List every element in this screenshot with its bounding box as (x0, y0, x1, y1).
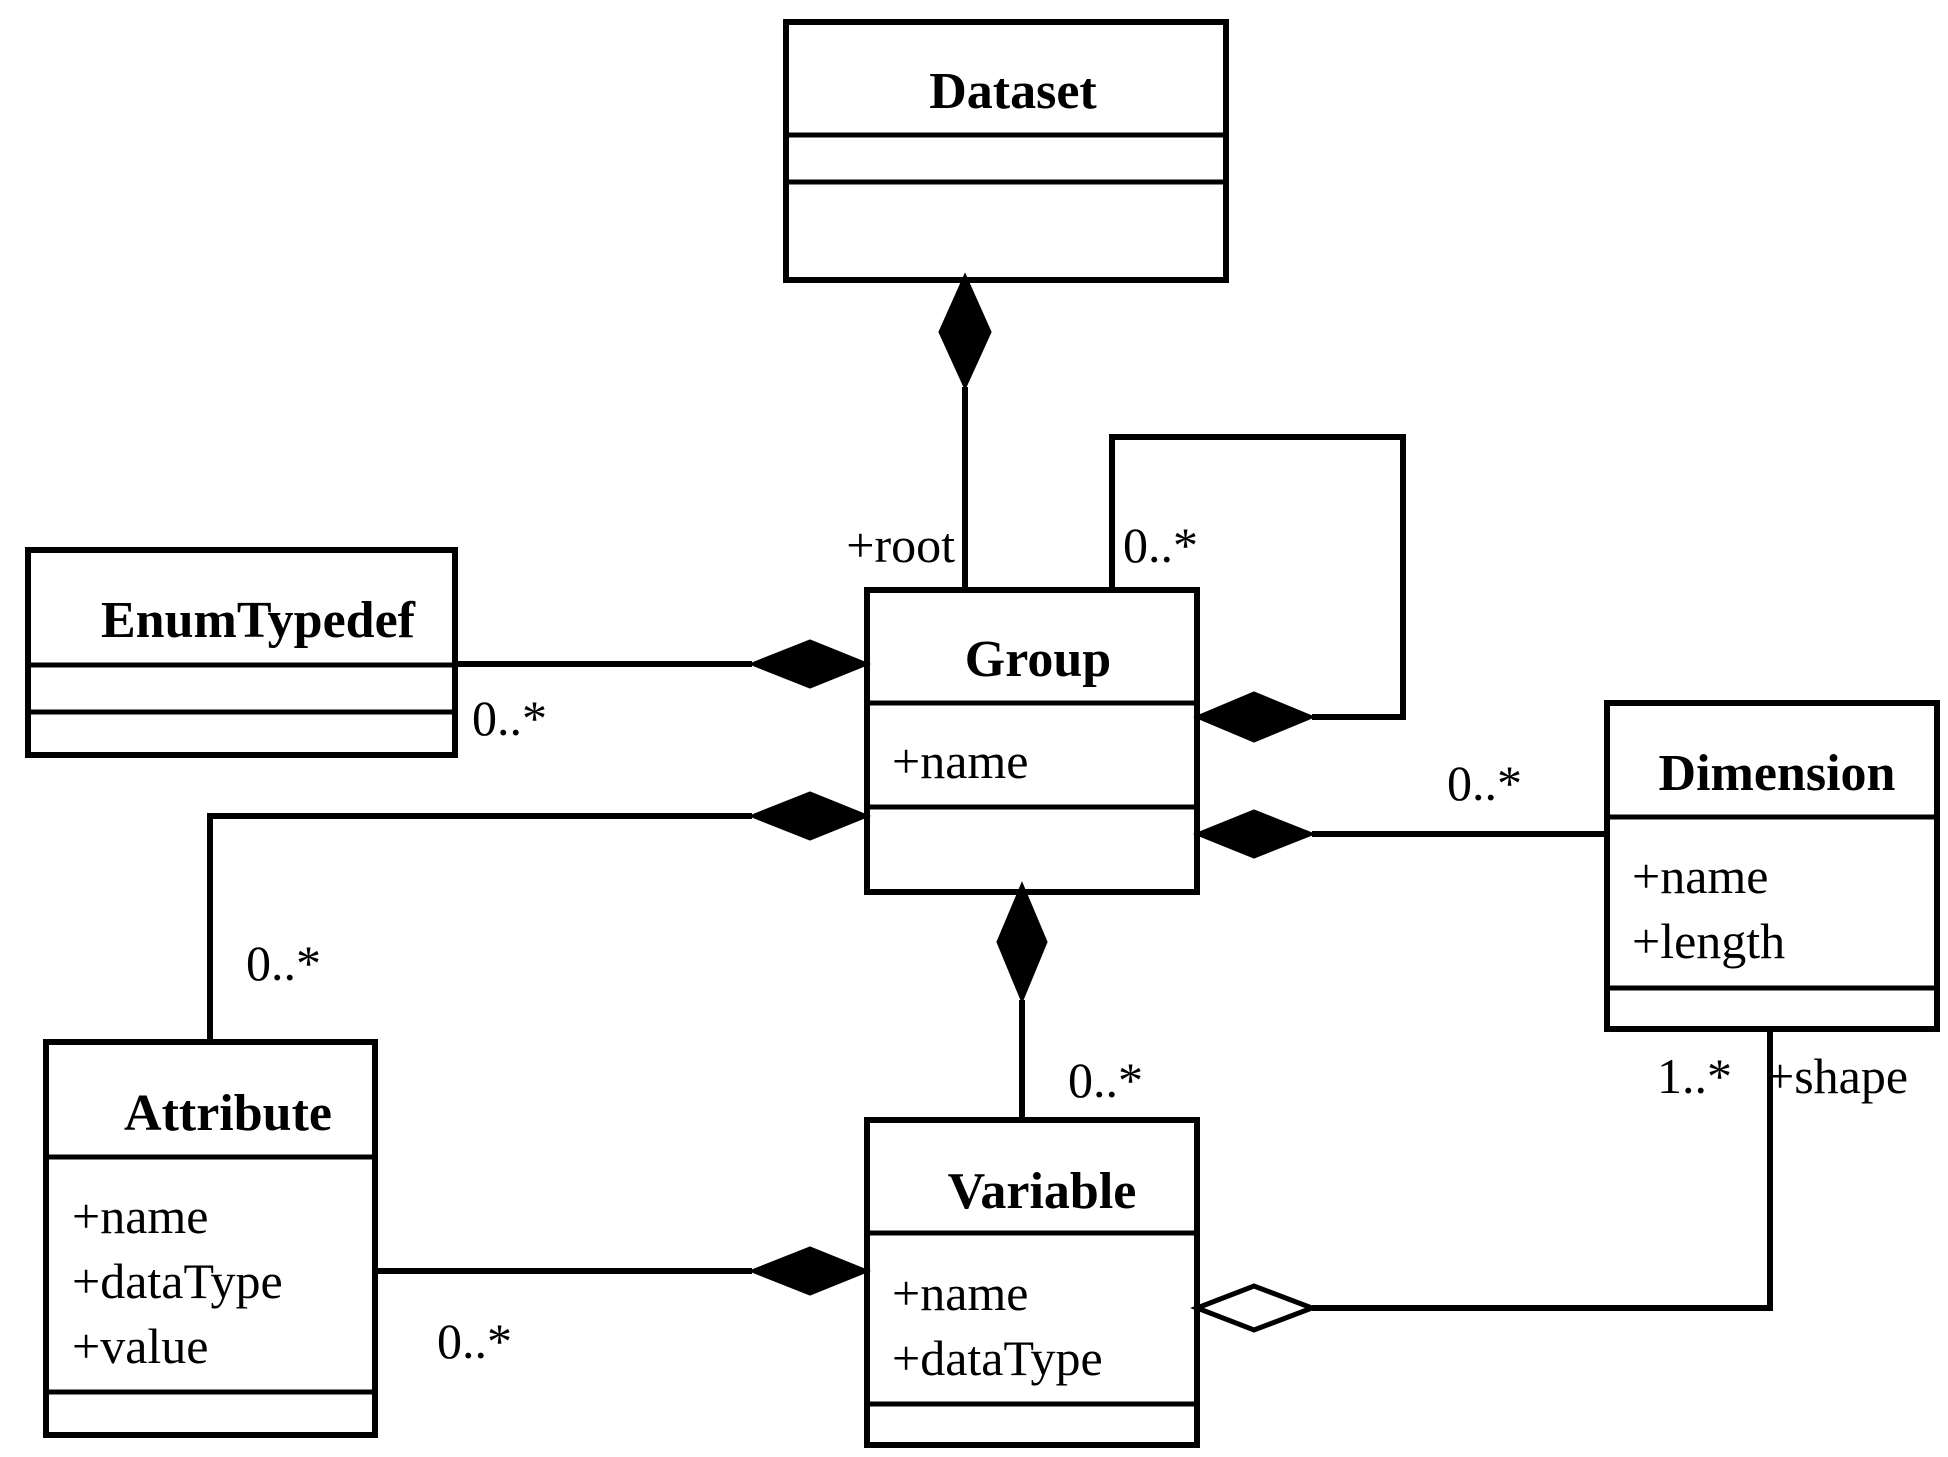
multiplicity-enum-group: 0..* (472, 690, 547, 746)
role-root-label: +root (846, 517, 955, 573)
class-name-group: Group (965, 631, 1111, 688)
association-dimension-variable: 1..* +shape (1190, 1029, 1908, 1333)
attribute-attribute-name: +name (72, 1188, 208, 1244)
class-name-dataset: Dataset (929, 63, 1097, 120)
composition-diamond (747, 639, 872, 689)
composition-diamond (996, 881, 1048, 1004)
class-dataset: Dataset (783, 19, 1229, 283)
attribute-group-name: +name (892, 733, 1028, 789)
class-dimension: Dimension +name +length (1604, 700, 1940, 1032)
composition-diamond (938, 272, 992, 391)
class-enum-typedef: EnumTypedef (25, 547, 458, 758)
composition-diamond (1193, 691, 1316, 743)
attribute-variable-name: +name (892, 1265, 1028, 1321)
multiplicity-dimension-group: 0..* (1447, 755, 1522, 811)
composition-diamond (747, 791, 872, 841)
class-attribute: Attribute +name +dataType +value (43, 1039, 378, 1438)
class-name-dimension: Dimension (1659, 745, 1896, 802)
association-dataset-group: +root (846, 272, 992, 590)
association-enum-group: 0..* (455, 639, 872, 746)
association-variable-group: 0..* (996, 881, 1143, 1120)
multiplicity-dimension-variable: 1..* (1657, 1048, 1732, 1104)
attribute-dimension-length: +length (1632, 913, 1785, 969)
multiplicity-attribute-variable: 0..* (437, 1313, 512, 1369)
aggregation-diamond (1190, 1283, 1320, 1333)
multiplicity-attribute-group: 0..* (246, 935, 321, 991)
class-name-variable: Variable (948, 1163, 1137, 1220)
attribute-variable-datatype: +dataType (892, 1330, 1103, 1386)
attribute-dimension-name: +name (1632, 848, 1768, 904)
composition-diamond (747, 1246, 872, 1296)
attribute-attribute-datatype: +dataType (72, 1253, 283, 1309)
role-shape-label: +shape (1766, 1048, 1908, 1104)
class-variable: Variable +name +dataType (864, 1117, 1200, 1448)
composition-diamond (1192, 809, 1317, 859)
association-group-self: 0..* (1109, 434, 1406, 743)
association-dimension-group: 0..* (1192, 755, 1607, 859)
association-attribute-group: 0..* (207, 791, 872, 1042)
multiplicity-group-self: 0..* (1123, 517, 1198, 573)
attribute-attribute-value: +value (72, 1318, 208, 1374)
association-attribute-variable: 0..* (375, 1246, 872, 1369)
class-group: Group +name (864, 587, 1200, 895)
class-name-enum-typedef: EnumTypedef (101, 592, 416, 649)
multiplicity-variable-group: 0..* (1068, 1052, 1143, 1108)
class-name-attribute: Attribute (124, 1085, 332, 1142)
